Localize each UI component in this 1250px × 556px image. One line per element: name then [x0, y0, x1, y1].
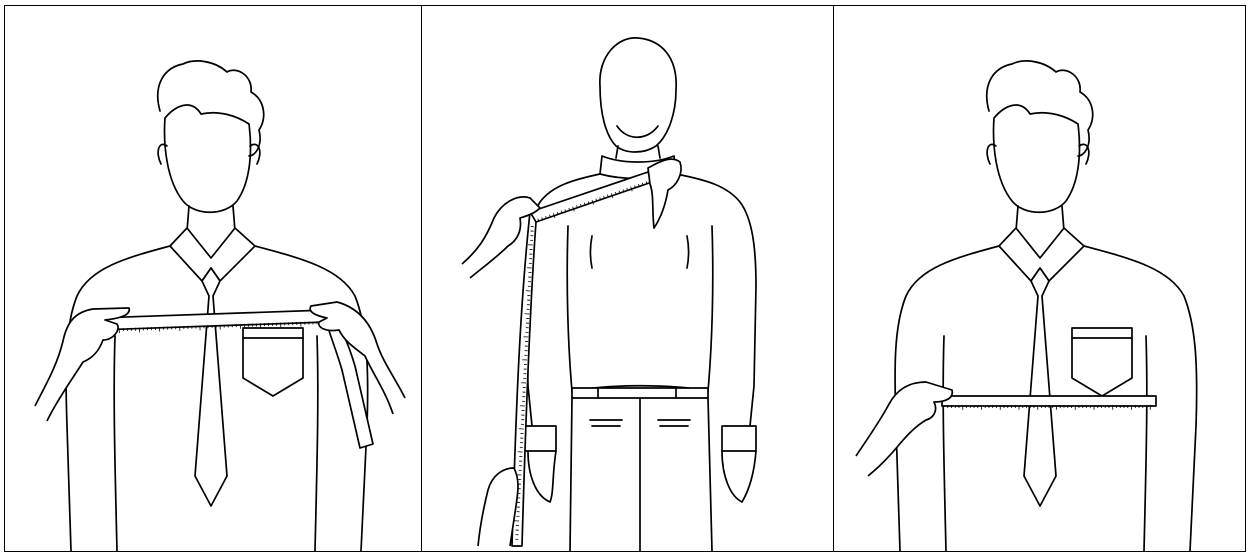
panel-shoulder-width — [5, 6, 421, 551]
left-cuff — [522, 426, 556, 451]
panel-chest-width — [833, 6, 1245, 551]
face-outline — [165, 105, 251, 212]
trousers — [570, 398, 712, 551]
tie — [1024, 268, 1056, 506]
man-back-sleeve-illustration — [422, 6, 833, 551]
head-back — [600, 38, 676, 152]
man-front-shoulder-illustration — [5, 6, 421, 551]
hair-outline — [158, 61, 264, 156]
hand-icon — [478, 468, 518, 546]
measuring-tape-icon — [942, 396, 1156, 410]
hair-outline — [987, 61, 1093, 156]
hand-icon — [648, 159, 681, 228]
man-front-chest-illustration — [834, 6, 1245, 551]
measuring-tape-icon — [512, 172, 652, 546]
belt — [572, 388, 708, 398]
right-cuff — [722, 426, 756, 451]
illustration-grid — [4, 5, 1246, 552]
hand-icon — [856, 382, 952, 476]
face-outline — [994, 105, 1080, 212]
panel-sleeve-length — [421, 6, 833, 551]
tie — [195, 268, 227, 506]
